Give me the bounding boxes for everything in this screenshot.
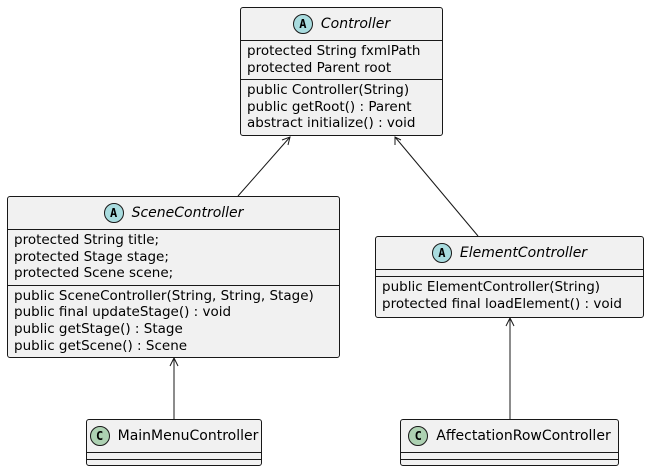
class-header: A ElementController [376, 237, 643, 270]
methods-section: public Controller(String) public getRoot… [241, 80, 442, 135]
abstract-class-icon: A [292, 14, 313, 34]
class-name: ElementController [459, 245, 588, 261]
method: protected final loadElement() : void [382, 295, 622, 312]
class-name: MainMenuController [117, 428, 259, 444]
method: public ElementController(String) [382, 279, 601, 295]
field: protected Stage stage; [14, 248, 169, 265]
class-controller: A Controller protected String fxmlPath p… [240, 7, 443, 136]
class-header: A Controller [241, 8, 442, 41]
fields-section [87, 453, 261, 460]
field: protected String fxmlPath [247, 43, 421, 59]
class-element-controller: A ElementController public ElementContro… [375, 236, 644, 318]
class-header: A SceneController [8, 197, 339, 230]
class-icon: C [408, 426, 429, 446]
field: protected String title; [14, 232, 160, 248]
field: protected Parent root [247, 59, 392, 76]
class-scene-controller: A SceneController protected String title… [7, 196, 340, 358]
class-main-menu-controller: C MainMenuController [86, 419, 262, 466]
arrow-scene-to-controller [237, 136, 291, 197]
arrow-element-to-controller [394, 136, 479, 237]
method: abstract initialize() : void [247, 115, 416, 132]
fields-section: protected String fxmlPath protected Pare… [241, 41, 442, 81]
methods-section [401, 460, 618, 466]
class-icon: C [89, 426, 110, 446]
class-name: SceneController [131, 205, 244, 221]
class-affectation-row-controller: C AffectationRowController [400, 419, 619, 466]
method: public final updateStage() : void [14, 304, 232, 321]
abstract-class-icon: A [103, 203, 124, 223]
class-header: C MainMenuController [87, 420, 261, 453]
method: public SceneController(String, String, S… [14, 287, 314, 304]
fields-section [376, 270, 643, 277]
fields-section: protected String title; protected Stage … [8, 230, 339, 286]
methods-section: public SceneController(String, String, S… [8, 286, 339, 357]
abstract-class-icon: A [431, 243, 452, 263]
methods-section [87, 460, 261, 466]
method: public getScene() : Scene [14, 337, 188, 354]
class-name: Controller [320, 16, 391, 32]
method: public getRoot() : Parent [247, 98, 412, 115]
field: protected Scene scene; [14, 265, 174, 282]
method: public getStage() : Stage [14, 320, 183, 337]
method: public Controller(String) [247, 82, 410, 99]
fields-section [401, 453, 618, 460]
class-name: AffectationRowController [436, 428, 611, 444]
class-header: C AffectationRowController [401, 420, 618, 453]
methods-section: public ElementController(String) protect… [376, 277, 643, 315]
